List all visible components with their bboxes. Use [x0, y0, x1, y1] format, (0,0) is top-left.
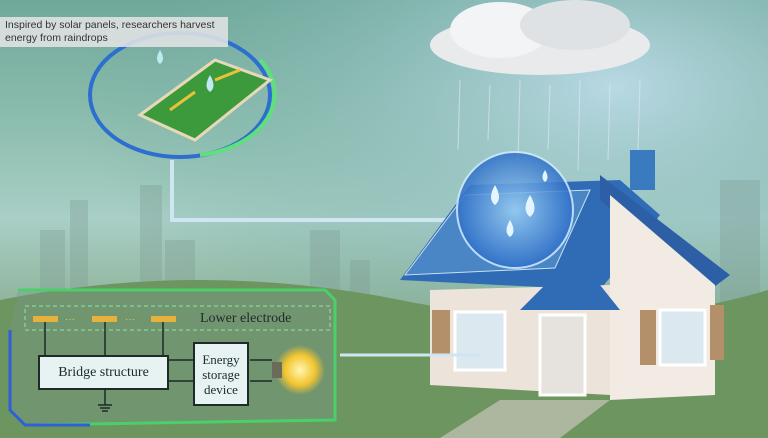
cloud-icon [430, 0, 650, 75]
lower-electrode-label: Lower electrode [200, 311, 292, 326]
raindrop-bubble [456, 151, 574, 269]
energy-storage-box: Energy storage device [193, 342, 249, 406]
light-bulb-icon [275, 345, 325, 395]
svg-text:···: ··· [125, 314, 135, 325]
bridge-structure-box: Bridge structure [38, 355, 169, 390]
image-caption: Inspired by solar panels, researchers ha… [0, 17, 228, 47]
svg-text:···: ··· [65, 314, 75, 325]
diagram-frame: ··· ··· [8, 288, 337, 427]
rain [457, 79, 641, 171]
